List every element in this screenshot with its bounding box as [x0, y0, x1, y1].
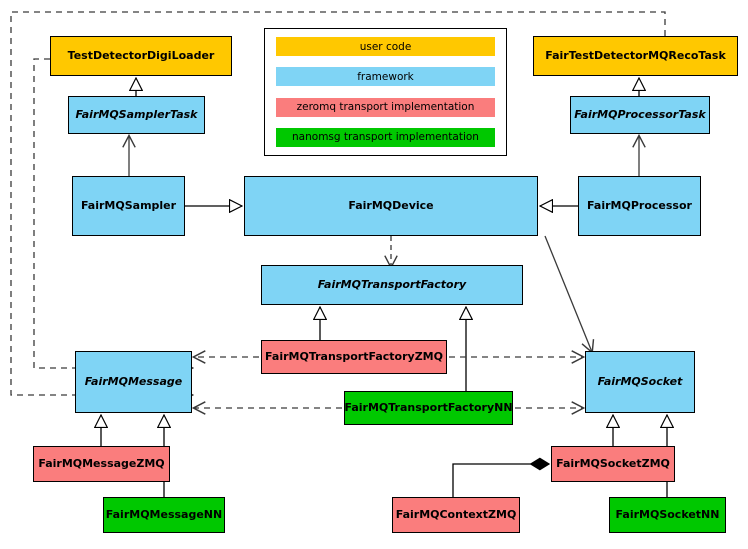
legend-item-user-code: user code [276, 37, 495, 56]
class-box-fairmqdevice[interactable]: FairMQDevice [244, 176, 538, 236]
class-box-fairmqmessage[interactable]: FairMQMessage [75, 351, 192, 413]
class-box-fairmqmessagezmq[interactable]: FairMQMessageZMQ [33, 446, 170, 482]
legend-item-zeromq: zeromq transport implementation [276, 97, 495, 117]
class-box-fairmqtransportfactory[interactable]: FairMQTransportFactory [261, 265, 523, 305]
class-box-fairmqsampler[interactable]: FairMQSampler [72, 176, 185, 236]
class-box-fairmqmessagenn[interactable]: FairMQMessageNN [103, 497, 225, 533]
class-box-fairmqsamplertask[interactable]: FairMQSamplerTask [68, 96, 205, 134]
class-box-fairmqsocket[interactable]: FairMQSocket [585, 351, 695, 413]
class-box-fairmqtransportfactoryzmq[interactable]: FairMQTransportFactoryZMQ [261, 340, 447, 374]
legend-item-nanomsg: nanomsg transport implementation [276, 127, 495, 147]
class-box-fairtestdetectormqrecotask[interactable]: FairTestDetectorMQRecoTask [533, 36, 738, 76]
class-box-fairmqcontextzmq[interactable]: FairMQContextZMQ [392, 497, 520, 533]
class-box-fairmqtransportfactorynn[interactable]: FairMQTransportFactoryNN [344, 391, 513, 425]
class-box-fairmqprocessortask[interactable]: FairMQProcessorTask [570, 96, 710, 134]
class-box-fairmqprocessor[interactable]: FairMQProcessor [578, 176, 701, 236]
edge-device-socket [544, 235, 592, 352]
legend: user code framework zeromq transport imp… [264, 28, 507, 156]
legend-item-framework: framework [276, 67, 495, 87]
class-box-fairmqsocketzmq[interactable]: FairMQSocketZMQ [551, 446, 675, 482]
class-box-fairmqsocketnn[interactable]: FairMQSocketNN [609, 497, 726, 533]
class-box-testdetectordigiloader[interactable]: TestDetectorDigiLoader [50, 36, 232, 76]
